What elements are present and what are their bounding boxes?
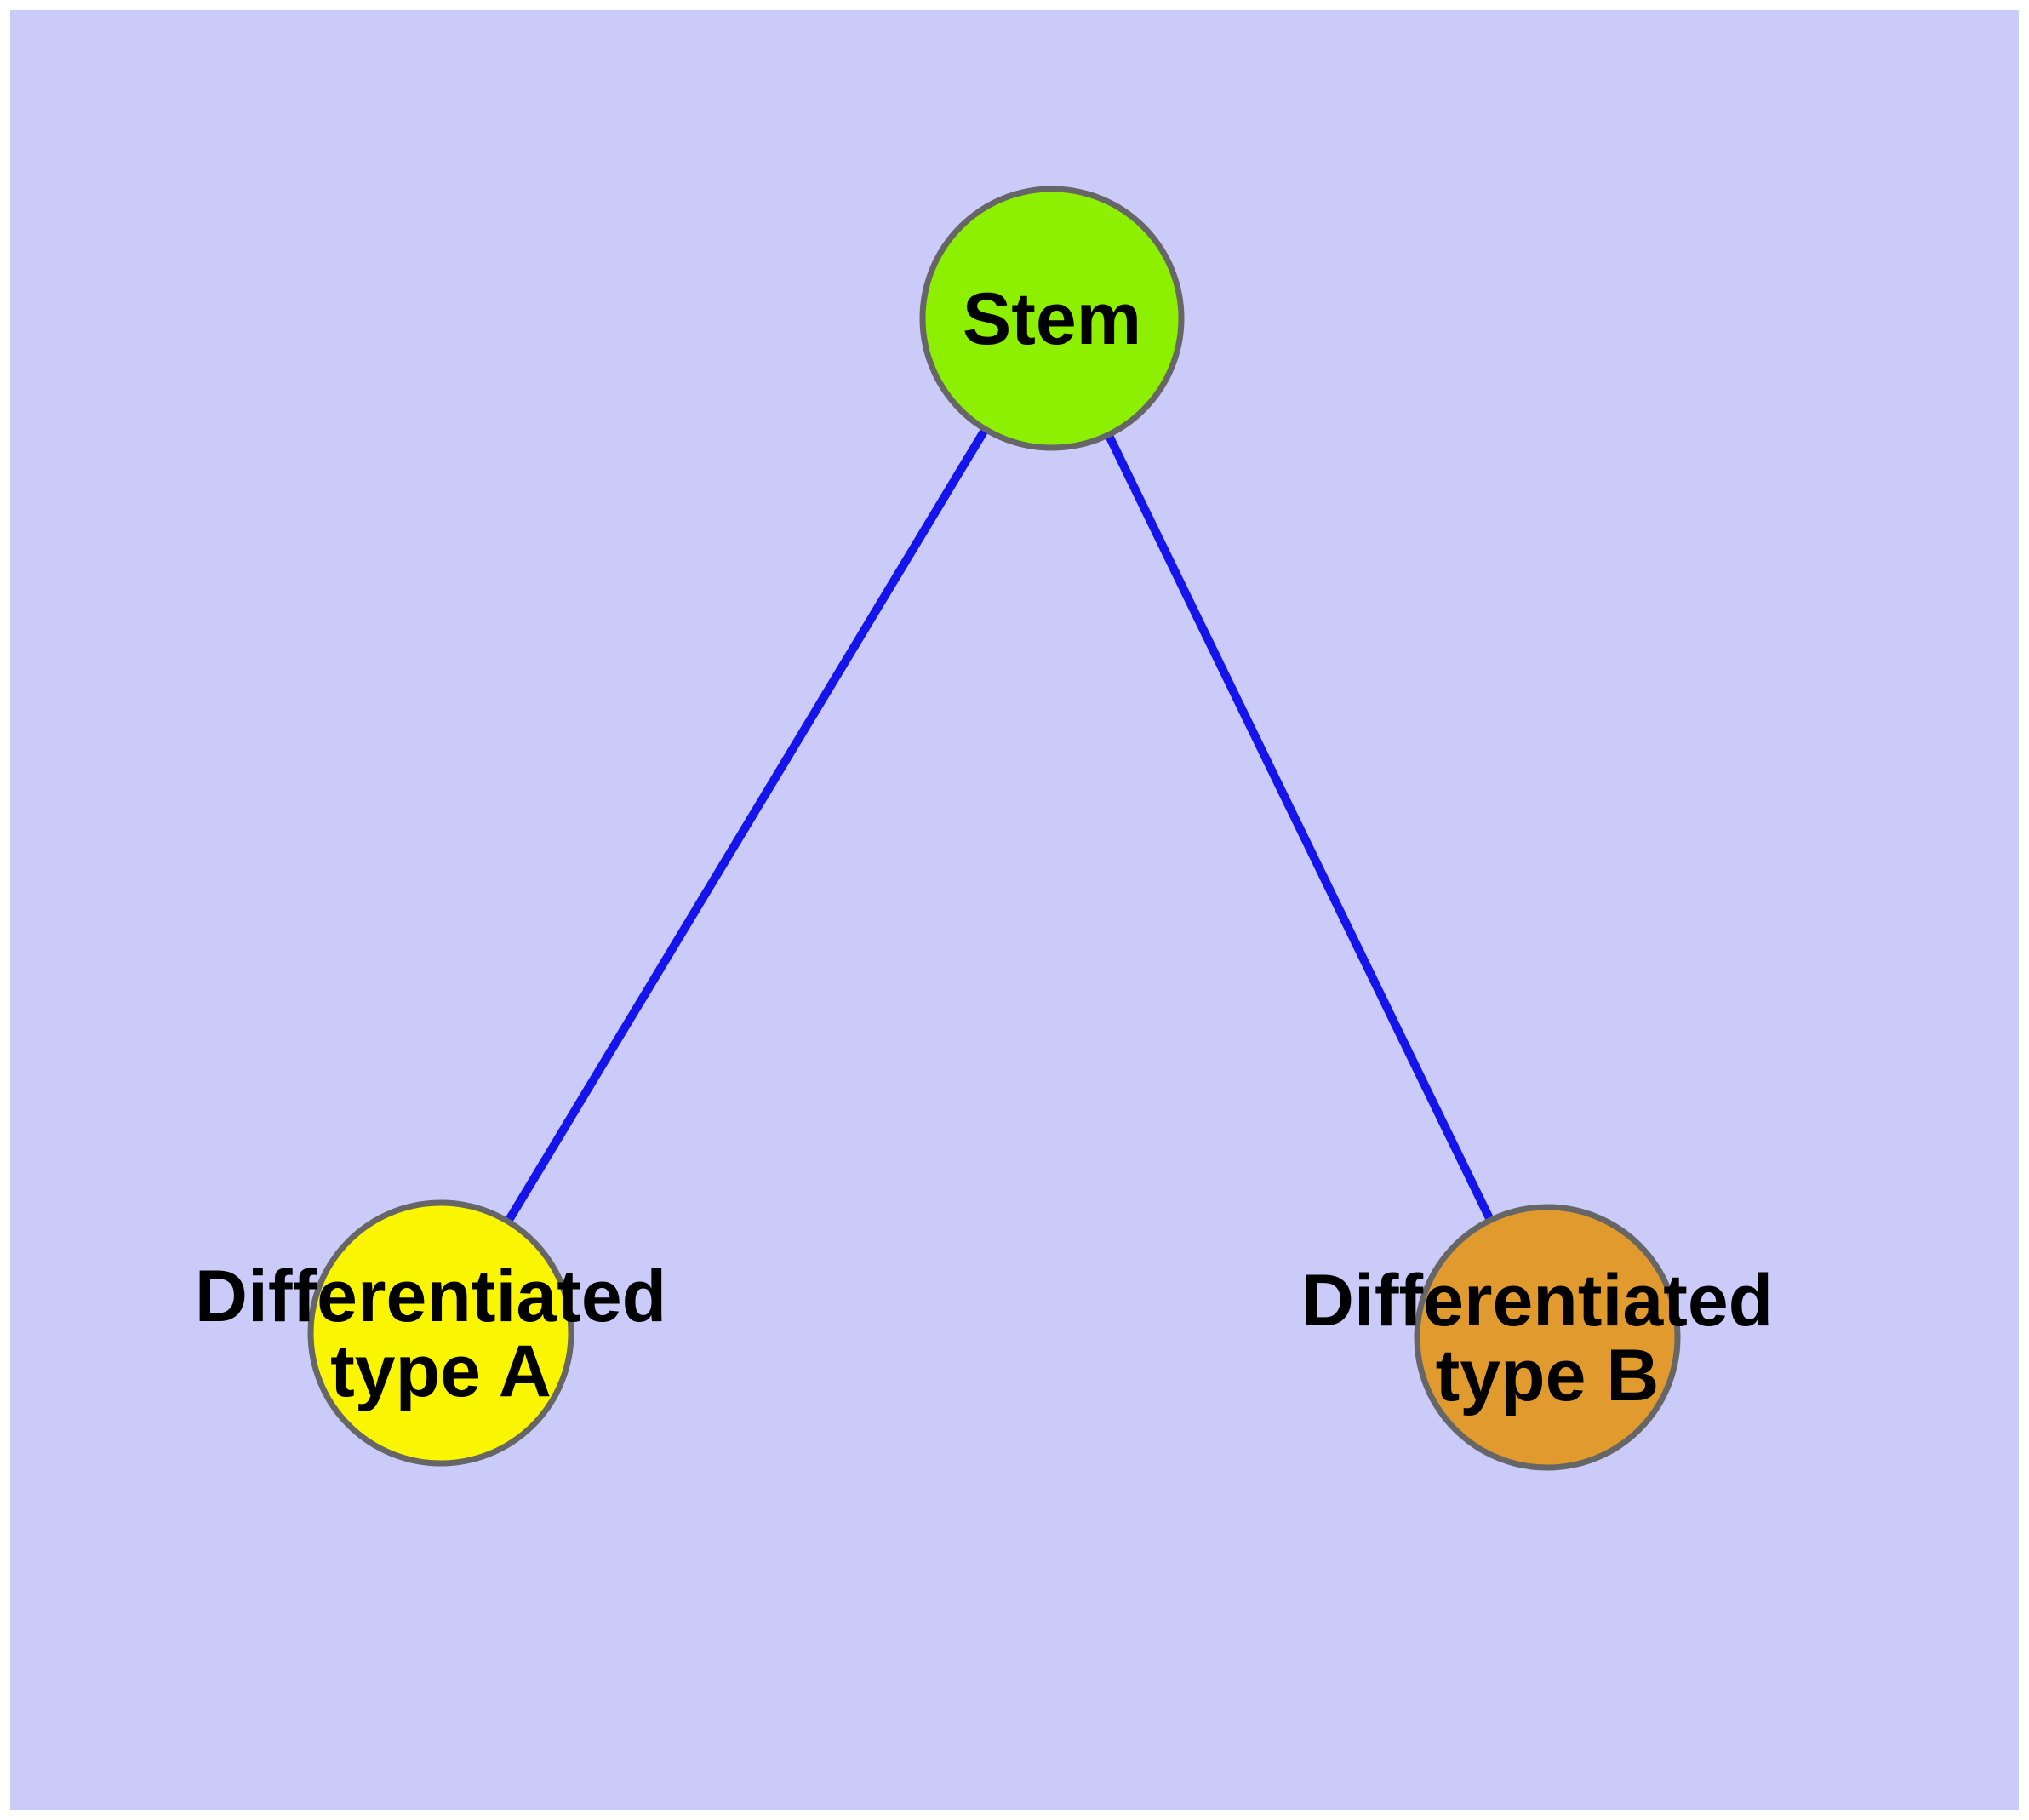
- edges-layer: [437, 316, 1552, 1340]
- node-label-differentiated-type-a: Differentiated type A: [195, 1256, 687, 1412]
- node-label-stem: Stem: [963, 278, 1141, 360]
- edge-stem-to-differentiated-type-a[interactable]: [437, 316, 1056, 1336]
- node-stem[interactable]: [919, 186, 1185, 451]
- node-differentiated-type-a[interactable]: [307, 1199, 574, 1467]
- node-differentiated-type-b[interactable]: [1414, 1204, 1681, 1471]
- nodes-layer: [307, 186, 1681, 1471]
- edge-stem-to-differentiated-type-b[interactable]: [1048, 316, 1552, 1340]
- node-label-differentiated-type-b: Differentiated type B: [1301, 1260, 1793, 1417]
- node-labels-layer: Stem Differentiated type A Differentiate…: [195, 278, 1793, 1417]
